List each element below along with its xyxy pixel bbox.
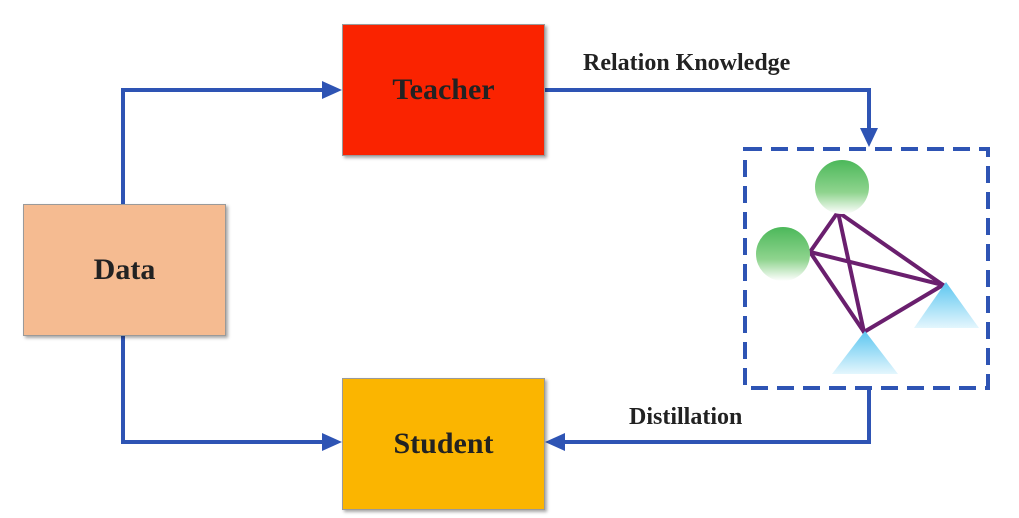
relation-graph-icon (756, 160, 979, 374)
arrowhead-data-to-teacher (322, 81, 342, 99)
data-node-label: Data (93, 253, 156, 286)
relation-knowledge-label: Relation Knowledge (583, 50, 791, 76)
student-node: Student (342, 378, 545, 510)
circle-node-icon (815, 160, 869, 214)
triangle-node-icon (832, 331, 898, 374)
data-node: Data (23, 204, 226, 336)
teacher-node: Teacher (342, 24, 545, 156)
relation-lines (808, 210, 945, 334)
circle-node-icon (756, 227, 810, 281)
teacher-node-label: Teacher (392, 73, 495, 106)
student-node-label: Student (393, 427, 494, 460)
distillation-label: Distillation (629, 404, 743, 430)
triangle-node-icon (914, 282, 979, 328)
arrowhead-relation-to-student (545, 433, 565, 451)
arrowhead-data-to-student (322, 433, 342, 451)
arrowhead-teacher-to-relation (860, 128, 878, 147)
relation-graph-frame (743, 147, 990, 390)
arrow-data-to-teacher (121, 88, 322, 204)
arrow-relation-to-student (565, 388, 871, 444)
arrow-teacher-to-relation (545, 88, 871, 128)
arrow-data-to-student (121, 336, 322, 444)
